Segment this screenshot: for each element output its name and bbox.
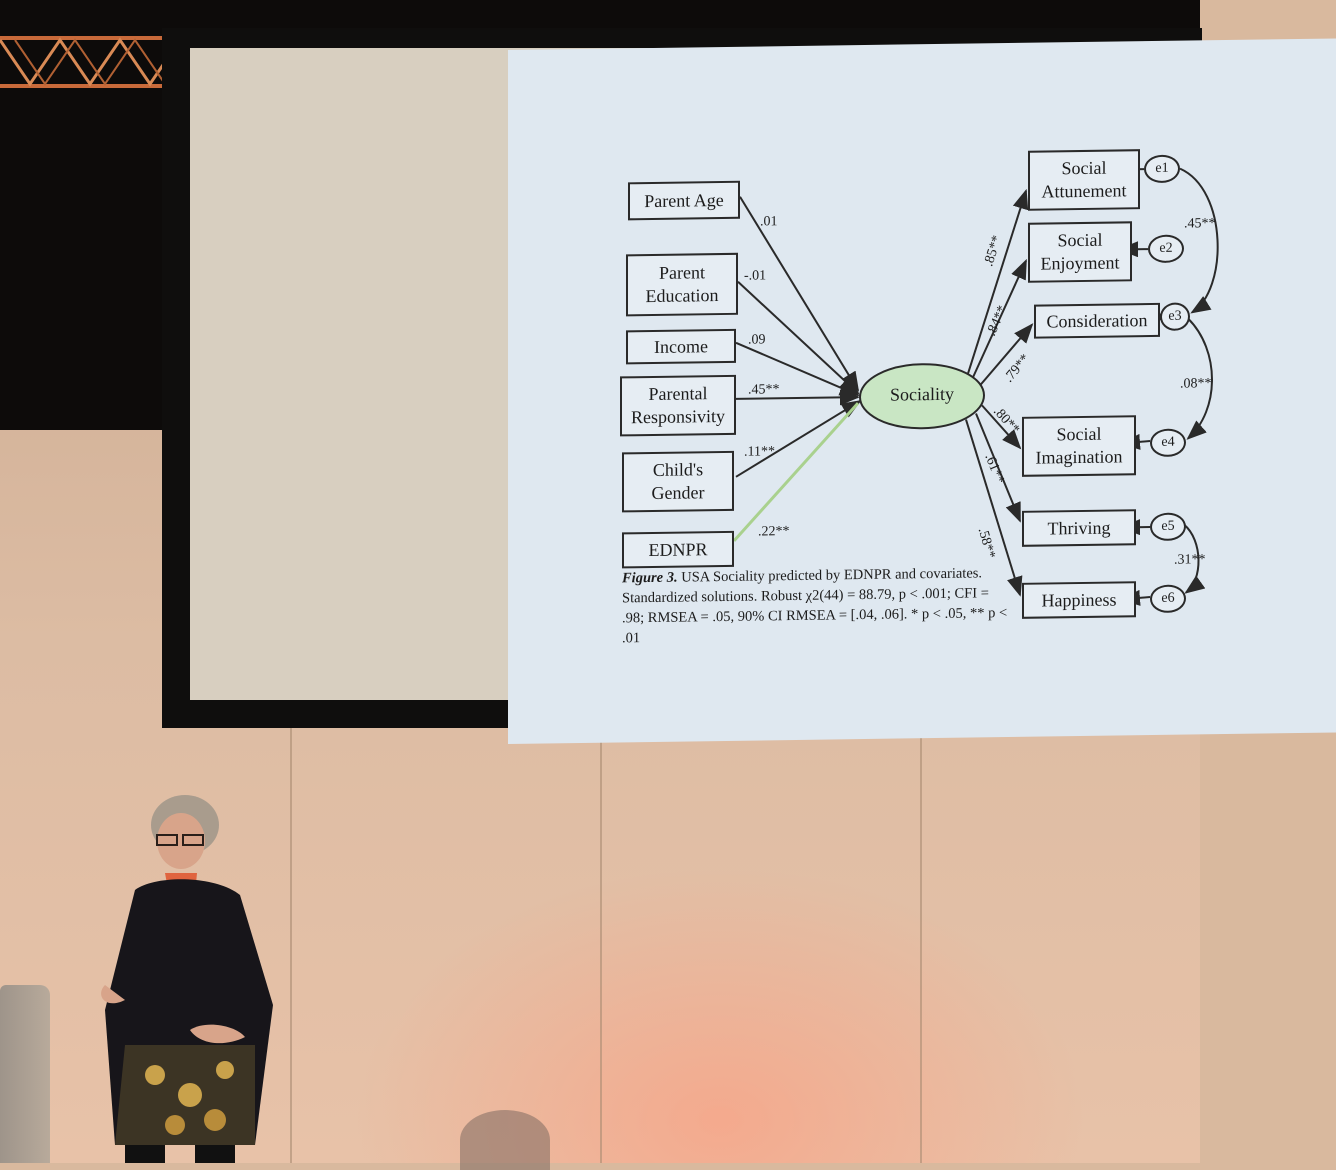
covariance-e1-e3 — [1180, 168, 1218, 313]
predictor-ednpr: EDNPR — [622, 531, 734, 569]
cov-e1-e3: .45** — [1184, 216, 1216, 232]
predictor-childs-gender: Child's Gender — [622, 451, 734, 513]
path-parent-age — [740, 195, 858, 392]
coef-parental-responsivity: .45** — [748, 382, 780, 398]
outcome-social-enjoyment: Social Enjoyment — [1028, 221, 1132, 282]
caption-text: USA Sociality predicted by EDNPR and cov… — [622, 565, 1007, 646]
caption-label: Figure 3. — [622, 570, 678, 587]
path-childs-gender — [736, 401, 860, 477]
coef-income: .09 — [748, 332, 766, 348]
coef-parent-age: .01 — [760, 214, 778, 230]
predictor-parental-responsivity: Parental Responsivity — [620, 375, 736, 437]
presenter — [95, 795, 285, 1163]
coef-parent-education: -.01 — [744, 268, 766, 284]
audience-head — [460, 1110, 550, 1170]
outcome-happiness: Happiness — [1022, 581, 1136, 619]
figure-caption: Figure 3. USA Sociality predicted by EDN… — [622, 563, 1012, 648]
predictor-income: Income — [626, 329, 736, 365]
path-ednpr — [734, 403, 858, 541]
cov-e5-e6: .31** — [1174, 552, 1206, 568]
wall-seam — [290, 720, 292, 1163]
outcome-consideration: Consideration — [1034, 303, 1160, 339]
predictor-parent-education: Parent Education — [626, 253, 738, 317]
wall-seam — [920, 720, 922, 1163]
cov-e3-e4: .08** — [1180, 376, 1212, 392]
outcome-thriving: Thriving — [1022, 509, 1136, 547]
projector-screen: Parent Age Parent Education Income Paren… — [190, 48, 1200, 700]
slide: Parent Age Parent Education Income Paren… — [508, 38, 1336, 744]
predictor-parent-age: Parent Age — [628, 181, 740, 221]
lighting-truss — [0, 28, 185, 98]
coef-ednpr: .22** — [758, 524, 790, 540]
outcome-social-imagination: Social Imagination — [1022, 415, 1136, 477]
outcome-social-attunement: Social Attunement — [1028, 149, 1140, 211]
chair-silhouette — [0, 985, 50, 1163]
coef-childs-gender: .11** — [744, 444, 775, 460]
wall-seam — [600, 720, 602, 1163]
latent-sociality-label: Sociality — [890, 384, 954, 406]
